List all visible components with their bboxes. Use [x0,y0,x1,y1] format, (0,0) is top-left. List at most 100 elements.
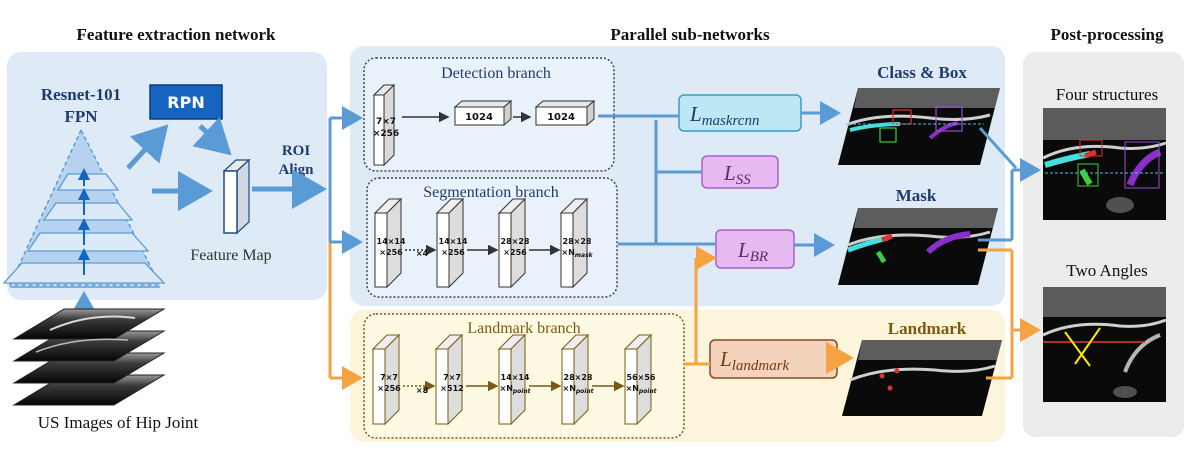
fpn-pyramid [2,128,166,288]
landmark-block-1-channels-main: ×256 [377,384,401,393]
feature-map-label: Feature Map [190,247,271,264]
segmentation-block-1-channels: ×256 [379,248,403,257]
loss-maskrcnn-main: L [689,102,702,126]
landmark-block-5-channels-main: ×N [625,384,638,393]
segmentation-blocks: 14×14 ×256 14×14 ×256 28×28 ×256 28×28 ×Nmask ×4 [373,197,594,289]
landmark-block-3 [497,333,527,426]
loss-landmark-sub: landmark [732,358,790,374]
loss-br: LBR [715,229,795,269]
backbone-name-line2: FPN [64,107,98,126]
landmark-block-5-size: 56×56 [627,373,656,382]
roi-label-line1: ROI [282,143,311,159]
segmentation-repeat: ×4 [416,249,429,258]
landmark-block-2-channels: ×512 [440,384,463,393]
output-two-angles-label: Two Angles [1066,261,1147,280]
landmark-block-2 [434,333,464,426]
segmentation-block-4-channels-sub: mask [575,252,594,259]
output-mask-label: Mask [896,186,937,205]
svg-text:LSS: LSS [723,161,751,188]
loss-connections [598,101,854,374]
landmark-block-3-channels-main: ×N [499,384,512,393]
landmark-block-3-channels: ×Npoint [499,384,531,395]
segmentation-block-2-size: 14×14 [439,237,468,246]
landmark-block-4-channels: ×Npoint [562,384,594,395]
fpn-to-rpn-arrow [126,124,169,170]
landmark-repeat: ×8 [416,386,429,395]
rpn-to-featuremap-arrow [192,116,232,156]
landmark-block-1-channels: ×256 [377,384,401,393]
segmentation-block-4-size: 28×28 [563,237,592,246]
header-post-processing: Post-processing [1050,25,1164,44]
fpn-level-4 [56,173,120,191]
detection-block1-line2: ×256 [373,129,399,139]
output-class-box-label: Class & Box [877,63,967,82]
detection-fc1 [453,99,513,127]
branch-distributor [328,106,363,390]
four-structures-image [1042,108,1167,220]
input-caption: US Images of Hip Joint [38,413,199,432]
landmark-block-5-channels-sub: point [638,388,658,395]
segmentation-block-3-channels-main: ×256 [503,248,527,257]
output-landmark-label: Landmark [888,319,967,338]
segmentation-block-2-channels-main: ×256 [441,248,465,257]
output-landmark-image [842,340,1002,416]
loss-ss-main: L [723,161,736,185]
svg-text:LBR: LBR [737,238,768,265]
segmentation-block-3-size: 28×28 [501,237,530,246]
landmark-block-2-channels-main: ×512 [440,384,463,393]
landmark-block-2-size: 7×7 [443,373,461,382]
segmentation-block-3-channels: ×256 [503,248,527,257]
landmark-block-4 [560,333,590,426]
two-angles-image [1042,287,1167,402]
loss-br-main: L [737,238,750,262]
landmark-block-4-channels-main: ×N [562,384,575,393]
fpn-level-2 [26,232,150,252]
rpn-label: RPN [167,93,204,112]
post-processing-arrows [978,126,1041,380]
fpn-level-3 [42,202,134,221]
segmentation-block-4-channels-main: ×N [561,248,574,257]
segmentation-branch-title: Segmentation branch [423,184,559,201]
segmentation-branch-box [366,177,618,298]
segmentation-block-1 [373,197,403,289]
segmentation-block-3 [497,197,527,289]
svg-text:Llandmark: Llandmark [719,347,790,374]
segmentation-block-2-channels: ×256 [441,248,465,257]
landmark-block-1-size: 7×7 [380,373,398,382]
detection-fc2-label: 1024 [547,112,575,123]
rpn-box [149,84,223,120]
segmentation-block-4-channels: ×Nmask [561,248,593,259]
header-feature-extraction: Feature extraction network [77,25,276,44]
segmentation-block-1-channels-main: ×256 [379,248,403,257]
segmentation-block-1-size: 14×14 [377,237,406,246]
input-image-stack [12,308,166,406]
detection-roi-block [372,83,396,167]
output-class-box-image [838,88,1000,165]
landmark-blocks: 7×7×2567×7×51214×14×Npoint28×28×Npoint56… [371,333,658,426]
loss-landmark: Llandmark [709,339,838,379]
detection-fc2 [534,99,596,127]
detection-branch-title: Detection branch [441,65,551,82]
output-four-structures-label: Four structures [1056,85,1158,104]
roi-label-line2: Align [278,162,314,178]
svg-text:Lmaskrcnn: Lmaskrcnn [689,102,759,129]
segmentation-block-2 [435,197,465,289]
backbone-name-line1: Resnet-101 [41,85,121,104]
loss-ss-sub: SS [736,172,752,188]
loss-maskrcnn: Lmaskrcnn [678,94,802,132]
header-parallel: Parallel sub-networks [610,25,770,44]
loss-landmark-main: L [719,347,732,371]
segmentation-block-4 [559,197,589,289]
landmark-block-3-size: 14×14 [501,373,530,382]
loss-br-sub: BR [750,249,768,265]
landmark-block-5-channels: ×Npoint [625,384,657,395]
landmark-block-4-channels-sub: point [575,388,595,395]
loss-maskrcnn-sub: maskrcnn [702,113,760,129]
loss-ss: LSS [701,155,779,189]
landmark-block-5 [623,333,653,426]
landmark-block-4-size: 28×28 [564,373,593,382]
output-mask-image [838,208,998,285]
feature-map-block [222,158,251,235]
detection-fc1-label: 1024 [465,112,493,123]
